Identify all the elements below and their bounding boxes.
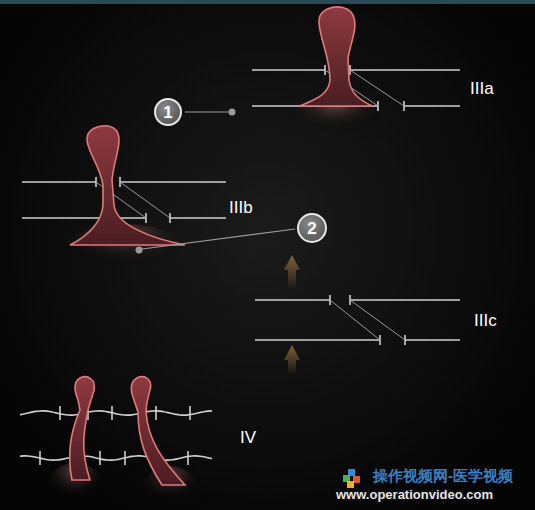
callout-circle: 1: [154, 98, 182, 126]
type-label: IV: [240, 429, 256, 446]
callout-number: 1: [163, 104, 172, 121]
type-label: IIIb: [229, 199, 253, 216]
callout-number: 2: [307, 220, 316, 237]
type-label: IIIc: [474, 312, 497, 329]
top-bar: [0, 0, 535, 4]
type-label: IIIa: [470, 80, 494, 97]
callout-circle: 2: [297, 213, 327, 243]
watermark: www.operationvideo.com: [336, 488, 493, 501]
watermark: 操作视频网-医学视频: [373, 468, 513, 483]
